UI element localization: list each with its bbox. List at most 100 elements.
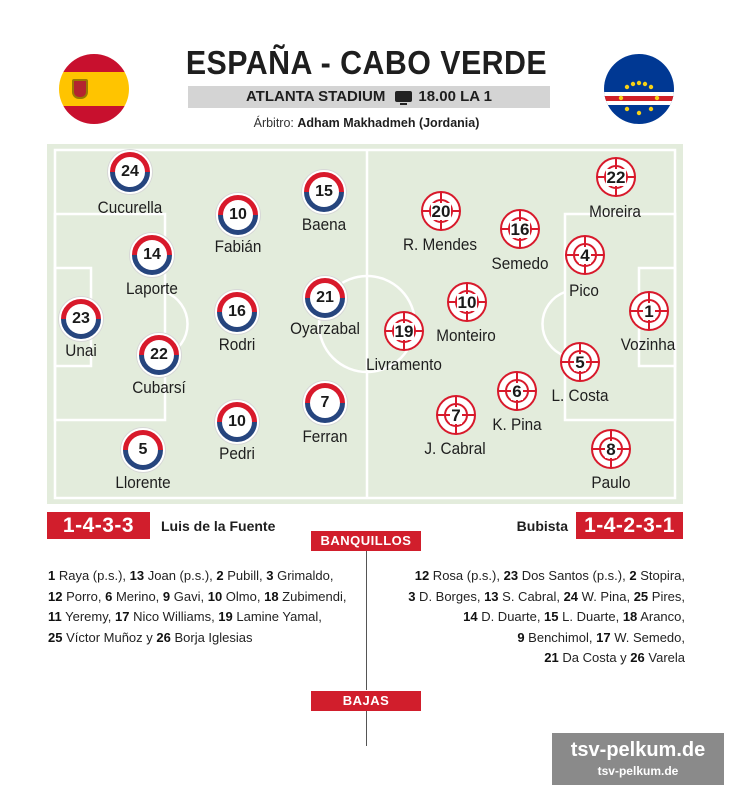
player-name: Cubarsí: [132, 378, 186, 397]
bench-player-name: S. Cabral,: [498, 588, 564, 604]
shirt-number-badge: 1: [629, 291, 669, 331]
bench-player-name: Olmo,: [222, 588, 265, 604]
bench-number: 18: [622, 609, 638, 624]
bench-player-name: Dos Santos (p.s.),: [518, 568, 630, 583]
shirt-number-badge: 7: [303, 381, 347, 425]
venue: ATLANTA STADIUM: [245, 88, 386, 105]
bench-line: 14 D. Duarte, 15 L. Duarte, 18 Aranco,: [375, 607, 685, 628]
bench-number: 24: [563, 588, 579, 604]
bench-player-name: D. Borges,: [415, 588, 485, 604]
player-name: Llorente: [115, 473, 171, 492]
bench-player-name: W. Pina,: [578, 588, 634, 604]
bench-player-name: Merino,: [112, 588, 163, 604]
shirt-number-badge: 23: [59, 297, 103, 341]
bench-player-name: L. Duarte,: [558, 609, 623, 624]
match-title: ESPAÑA - CABO VERDE: [185, 44, 548, 81]
player-name: Pico: [569, 281, 599, 300]
bench-number: 12: [414, 568, 430, 583]
bench-number: 10: [207, 588, 223, 604]
bench-number: 26: [630, 650, 645, 665]
shirt-number-badge: 10: [216, 193, 260, 237]
bench-number: 25: [633, 588, 649, 604]
player-name: K. Pina: [492, 415, 542, 434]
shirt-number-badge: 16: [215, 290, 259, 334]
bench-number: 13: [129, 568, 145, 583]
bench-number: 14: [463, 609, 478, 624]
shirt-number-badge: 22: [596, 157, 636, 197]
bench-player-name: Raya (p.s.),: [55, 568, 130, 583]
bench-player-name: Zubimendi,: [278, 588, 347, 604]
bench-number: 9: [517, 629, 525, 645]
referee-line: Árbitro: Adham Makhadmeh (Jordania): [0, 116, 733, 130]
bench-number: 15: [544, 609, 559, 624]
bench-number: 3: [408, 588, 416, 604]
shirt-number-badge: 20: [421, 191, 461, 231]
bench-line: 25 Víctor Muñoz y 26 Borja Iglesias: [48, 628, 358, 649]
bench-number: 21: [544, 650, 559, 665]
bench-number: 12: [48, 588, 63, 604]
player-name: Vozinha: [620, 335, 676, 354]
bench-number: 2: [629, 568, 637, 583]
bench-line: 21 Da Costa y 26 Varela: [375, 648, 685, 669]
shirt-number-badge: 5: [121, 428, 165, 472]
bench-line: 9 Benchimol, 17 W. Semedo,: [375, 628, 685, 649]
player-name: Monteiro: [436, 326, 496, 345]
bench-player-name: W. Semedo,: [610, 629, 685, 645]
bench-player-name: Gavi,: [170, 588, 208, 604]
bench-number: 13: [484, 588, 499, 604]
shirt-number-badge: 16: [500, 209, 540, 249]
bench-number: 18: [264, 588, 279, 604]
player-name: J. Cabral: [424, 439, 486, 458]
bench-line: 12 Rosa (p.s.), 23 Dos Santos (p.s.), 2 …: [375, 566, 685, 587]
bench-player-name: Nico Williams,: [129, 609, 219, 624]
shirt-number-badge: 19: [384, 311, 424, 351]
bench-number: 11: [48, 609, 62, 624]
shirt-number-badge: 10: [215, 400, 259, 444]
bench-player-name: Yeremy,: [61, 609, 115, 624]
injuries-heading: BAJAS: [311, 691, 421, 711]
bench-player-name: D. Duarte,: [477, 609, 545, 624]
player-name: Baena: [301, 215, 347, 234]
bench-heading: BANQUILLOS: [311, 531, 421, 551]
bench-line: 12 Porro, 6 Merino, 9 Gavi, 10 Olmo, 18 …: [48, 587, 358, 608]
shirt-number-badge: 21: [303, 276, 347, 320]
bench-player-name: Pubill,: [223, 568, 267, 583]
shirt-number-badge: 4: [565, 235, 605, 275]
bench-player-name: Joan (p.s.),: [144, 568, 217, 583]
shirt-number-badge: 24: [108, 150, 152, 194]
player-name: Cucurella: [97, 198, 163, 217]
watermark-subtext: tsv-pelkum.de: [597, 764, 679, 778]
player-name: Unai: [65, 341, 97, 360]
spain-formation: 1-4-3-3: [47, 512, 150, 539]
shirt-number-badge: 15: [302, 170, 346, 214]
bench-line: 3 D. Borges, 13 S. Cabral, 24 W. Pina, 2…: [375, 587, 685, 608]
bench-number: 2: [216, 568, 224, 583]
bench-player-name: Pires,: [648, 588, 685, 604]
bench-number: 1: [48, 568, 56, 583]
broadcast-time: 18.00 LA 1: [418, 88, 493, 105]
bench-player-name: Varela: [644, 650, 685, 665]
bench-player-name: Grimaldo,: [273, 568, 334, 583]
bench-player-name: Lamine Yamal,: [232, 609, 322, 624]
shirt-number-badge: 6: [497, 371, 537, 411]
bench-player-name: Stopira,: [636, 568, 685, 583]
shirt-number-badge: 14: [130, 233, 174, 277]
player-name: R. Mendes: [403, 235, 477, 254]
cabo-verde-coach: Bubista: [516, 518, 568, 534]
match-info-bar: ATLANTA STADIUM 18.00 LA 1: [188, 86, 550, 108]
bench-number: 6: [105, 588, 113, 604]
bench-number: 25: [48, 629, 63, 645]
spain-flag-icon: [59, 54, 129, 124]
player-name: Semedo: [491, 254, 549, 273]
player-name: Laporte: [126, 279, 178, 298]
spain-bench-list: 1 Raya (p.s.), 13 Joan (p.s.), 2 Pubill,…: [48, 566, 358, 648]
shirt-number-badge: 22: [137, 333, 181, 377]
shirt-number-badge: 10: [447, 282, 487, 322]
bench-number: 26: [156, 629, 171, 645]
referee-name: Adham Makhadmeh (Jordania): [297, 116, 480, 130]
referee-label: Árbitro:: [253, 116, 294, 130]
cabo-verde-bench-list: 12 Rosa (p.s.), 23 Dos Santos (p.s.), 2 …: [375, 566, 685, 669]
player-name: Livramento: [366, 355, 442, 374]
player-name: L. Costa: [551, 386, 609, 405]
player-name: Ferran: [302, 427, 348, 446]
